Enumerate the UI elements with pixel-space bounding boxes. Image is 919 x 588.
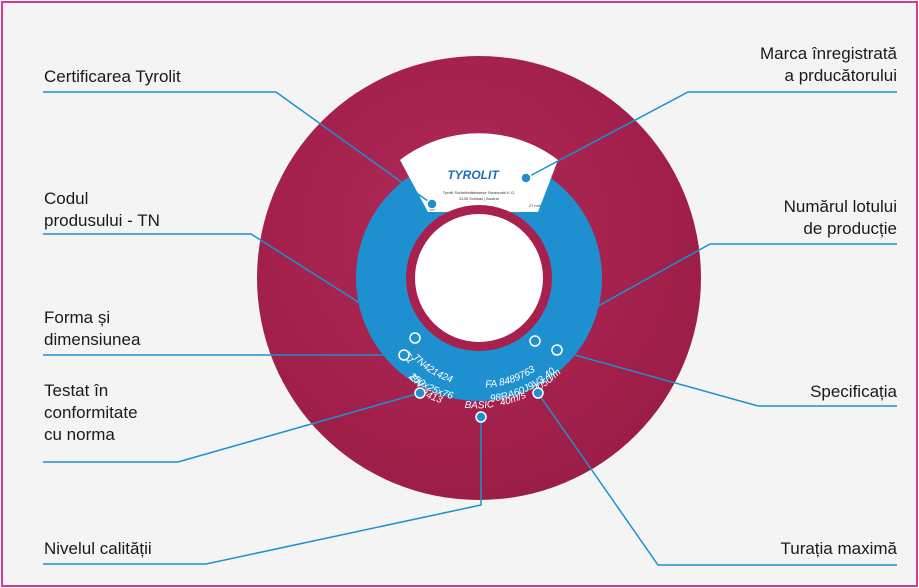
small-code-text: 27 mm	[529, 203, 542, 208]
marker-quality	[475, 411, 487, 423]
label-trademark-line2: a prducătorului	[784, 66, 897, 85]
label-product-code-line1: Codul	[44, 189, 89, 208]
label-product-code-line2: produsului - TN	[44, 211, 160, 230]
marker-trademark	[520, 172, 532, 184]
label-quality-level: Nivelul calității	[44, 539, 152, 558]
leader-specification	[556, 349, 897, 407]
label-lot-number-line2: de producție	[803, 219, 897, 238]
tyrolit-logo: TYROLIT	[447, 168, 500, 182]
label-specification: Specificația	[810, 382, 897, 401]
marker-specification	[551, 344, 563, 356]
label-tested: Testat în conformitate cu norma	[44, 380, 138, 446]
label-tested-line1: Testat în	[44, 381, 109, 400]
leader-trademark	[525, 91, 897, 179]
marker-max-speed	[532, 387, 544, 399]
marker-certification	[426, 198, 438, 210]
label-lot-number: Numărul lotului de producție	[784, 196, 897, 240]
wheel-bore	[415, 214, 543, 342]
label-lot-number-line1: Numărul lotului	[783, 197, 897, 216]
leader-quality	[43, 417, 482, 565]
label-max-speed: Turația maximă	[780, 539, 897, 558]
marker-tested	[414, 387, 426, 399]
leader-lot-number	[534, 243, 897, 342]
label-certification: Certificarea Tyrolit	[44, 67, 181, 86]
marker-shape	[398, 349, 410, 361]
label-product-code: Codul produsului - TN	[44, 188, 160, 232]
label-shape: Forma și dimensiunea	[44, 307, 140, 351]
company-text: Tyrolit Schleifmittelwerke Swarovski K.G…	[443, 190, 515, 195]
leader-max-speed	[537, 392, 897, 566]
marker-lot-number	[529, 335, 541, 347]
label-shape-line2: dimensiunea	[44, 330, 141, 349]
marker-product-code	[409, 332, 421, 344]
address-text: 6130 Schwaz | Austria	[459, 196, 499, 201]
leader-product-code	[43, 233, 416, 339]
basic-text: BASIC	[464, 399, 495, 411]
leader-tested	[43, 392, 421, 463]
leader-certification	[43, 91, 433, 205]
tyrolit-logo-box	[446, 166, 500, 182]
label-shape-line1: Forma și	[44, 308, 111, 327]
label-tested-line2: conformitate	[44, 403, 138, 422]
label-trademark-line1: Marca înregistrată	[760, 44, 897, 63]
label-trademark: Marca înregistrată a prducătorului	[760, 43, 897, 87]
label-tested-line3: cu norma	[44, 425, 115, 444]
